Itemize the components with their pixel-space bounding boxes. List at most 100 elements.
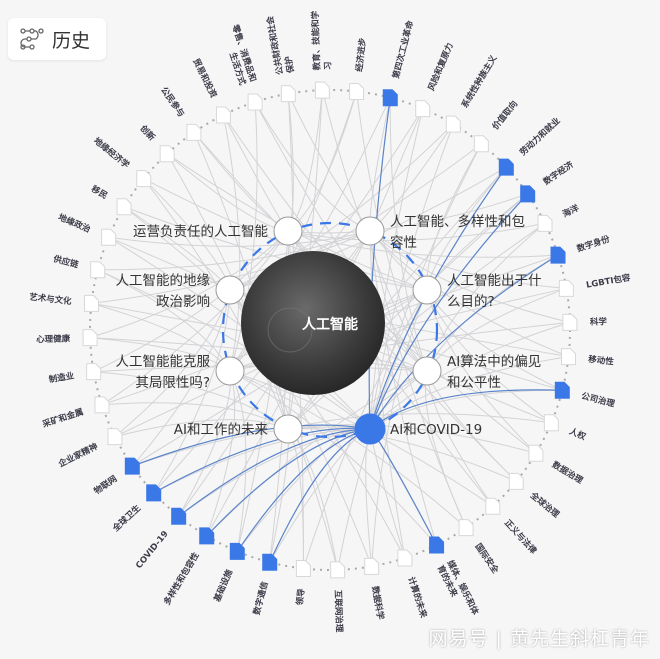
outer-topic-node[interactable]: 数据科学 bbox=[364, 557, 386, 621]
edge bbox=[287, 193, 528, 234]
document-icon bbox=[83, 294, 99, 312]
outer-topic-node[interactable]: 风险和复原力 bbox=[415, 41, 456, 118]
outer-topic-node[interactable]: 移动性 bbox=[561, 348, 615, 368]
document-icon bbox=[415, 100, 431, 118]
outer-topic-label-line: 多样性和包容性 bbox=[162, 550, 202, 607]
outer-topic-node[interactable]: 地缘经济学 bbox=[91, 135, 152, 188]
edge-active bbox=[206, 428, 371, 537]
outer-topic-node[interactable]: 企业家精神 bbox=[56, 428, 123, 471]
outer-topic-node[interactable]: 国际安全 bbox=[458, 519, 501, 576]
outer-topic-node[interactable]: 数字身份 bbox=[550, 233, 612, 264]
outer-topic-label: 采矿和金属 bbox=[40, 406, 85, 430]
center-topic[interactable]: 人工智能 bbox=[241, 251, 385, 395]
edge bbox=[389, 97, 428, 372]
outer-topic-node[interactable]: 经济进步 bbox=[349, 37, 369, 100]
outer-topic-node[interactable]: 创新 bbox=[137, 122, 175, 163]
outer-topic-node[interactable]: 公共财政和社会保护 bbox=[265, 13, 297, 103]
timeline-icon bbox=[20, 28, 44, 50]
outer-topic-node[interactable]: 第四次工业革命 bbox=[382, 19, 416, 107]
outer-topic-node[interactable]: 全球治理 bbox=[508, 472, 562, 520]
inner-topic-node[interactable]: AI和COVID-19 bbox=[354, 413, 482, 445]
inner-topic-node[interactable]: AI算法中的偏见和公平性 bbox=[412, 354, 541, 391]
outer-topic-label: 数字通信 bbox=[251, 580, 270, 616]
outer-topic-node[interactable]: 全球卫生 bbox=[110, 484, 162, 535]
outer-topic-node[interactable]: 数据治理 bbox=[528, 444, 585, 486]
outer-topic-node[interactable]: 制造业 bbox=[48, 363, 102, 386]
inner-topic-node[interactable]: 人工智能出于什么目的? bbox=[412, 273, 542, 310]
outer-topic-node[interactable]: 供应链 bbox=[51, 253, 106, 279]
history-button[interactable]: 历史 bbox=[8, 18, 106, 60]
inner-topic-node[interactable]: 人工智能的地缘政治影响 bbox=[116, 273, 245, 310]
edge bbox=[369, 389, 563, 430]
outer-topic-node[interactable]: 数字通信 bbox=[251, 553, 278, 616]
edge bbox=[229, 370, 437, 546]
outer-topic-node[interactable]: LGBTI包容 bbox=[558, 272, 632, 297]
outer-topic-node[interactable]: 多样性和包容性 bbox=[162, 527, 215, 607]
outer-topic-label: 全球卫生 bbox=[110, 502, 144, 534]
outer-topic-label-line: 劳动力和就业 bbox=[518, 115, 563, 158]
outer-topic-node[interactable]: 贸易和投资 bbox=[190, 57, 231, 124]
outer-topic-node[interactable]: 基础设施 bbox=[211, 542, 245, 604]
outer-topic-node[interactable]: 互联网治理 bbox=[330, 561, 346, 633]
outer-topic-label-line: 物联网 bbox=[92, 473, 119, 497]
edge bbox=[178, 370, 232, 517]
outer-topic-label: 企业家精神 bbox=[56, 441, 100, 470]
document-icon bbox=[82, 329, 98, 347]
outer-topic-node[interactable]: 正义与法律 bbox=[485, 497, 539, 557]
document-icon bbox=[247, 93, 263, 111]
outer-topic-label-line: 经济进步 bbox=[354, 37, 369, 73]
outer-topic-node[interactable]: 科学 bbox=[562, 313, 608, 331]
outer-topic-node[interactable]: 艺术与文化 bbox=[29, 292, 99, 312]
edge bbox=[131, 289, 231, 467]
document-icon bbox=[364, 557, 380, 575]
outer-topic-node[interactable]: 数字经济 bbox=[520, 159, 576, 203]
outer-topic-label-line: 制造业 bbox=[48, 370, 76, 385]
document-icon bbox=[146, 484, 162, 502]
outer-topic-node[interactable]: 海洋 bbox=[537, 202, 581, 232]
outer-topic-node[interactable]: 地缘政治 bbox=[56, 212, 117, 246]
outer-topic-node[interactable]: 物联网 bbox=[92, 457, 140, 497]
outer-topic-label: 互联网治理 bbox=[332, 590, 344, 633]
topic-node-circle bbox=[273, 414, 303, 444]
outer-topic-label-line: 全球治理 bbox=[527, 489, 561, 520]
outer-topic-node[interactable]: 价值取向 bbox=[473, 99, 520, 153]
document-icon bbox=[382, 89, 398, 107]
topic-node-circle bbox=[273, 216, 303, 246]
document-icon bbox=[262, 553, 278, 571]
edge bbox=[369, 428, 438, 546]
outer-topic-node[interactable]: 人权 bbox=[543, 414, 588, 443]
outer-topic-node[interactable]: 公民参与 bbox=[158, 85, 202, 141]
inner-topic-label: AI和COVID-19 bbox=[390, 422, 482, 438]
outer-topic-node[interactable]: 劳动力和就业 bbox=[498, 115, 563, 176]
outer-topic-node[interactable]: 采矿和金属 bbox=[40, 396, 110, 431]
outer-topic-label-line: 艺术与文化 bbox=[29, 292, 73, 308]
outer-topic-label: 风险和复原力 bbox=[426, 41, 456, 92]
inner-topic-node[interactable]: 运营负责任的人工智能 bbox=[133, 216, 303, 246]
document-icon bbox=[171, 507, 187, 525]
outer-topic-node[interactable]: 计算的未来 bbox=[397, 549, 429, 620]
outer-topic-label-line: 贸易和投资 bbox=[190, 57, 219, 100]
document-icon bbox=[136, 170, 152, 188]
edge bbox=[222, 114, 241, 372]
outer-topic-label: 多样性和包容性 bbox=[162, 550, 202, 607]
inner-topic-node[interactable]: 人工智能能克服其局限性吗? bbox=[116, 354, 245, 391]
inner-topic-node[interactable]: 人工智能、多样性和包容性 bbox=[355, 213, 525, 251]
outer-topic-node[interactable]: 零售、消费品和生活方式 bbox=[219, 22, 263, 111]
outer-topic-node[interactable]: 媒体、娱乐和体育的未来 bbox=[429, 536, 481, 622]
document-icon bbox=[186, 123, 202, 141]
edge bbox=[369, 230, 567, 289]
outer-topic-node[interactable]: COVID-19 bbox=[134, 507, 187, 571]
document-icon bbox=[94, 396, 110, 414]
outer-topic-label-line: 数字通信 bbox=[251, 580, 270, 616]
outer-topic-node[interactable]: 公司治理 bbox=[554, 381, 616, 410]
edge bbox=[93, 230, 289, 373]
outer-topic-node[interactable]: 移民 bbox=[89, 183, 132, 216]
outer-topic-node[interactable]: 系统性种族主义 bbox=[445, 53, 500, 133]
outer-topic-node[interactable]: 教育、技能和学习 bbox=[310, 10, 334, 99]
inner-topic-label-line: 人工智能出于什 bbox=[447, 273, 542, 289]
document-icon bbox=[101, 228, 117, 246]
inner-topic-node[interactable]: AI和工作的未来 bbox=[174, 414, 303, 444]
outer-topic-node[interactable]: 心理健康 bbox=[36, 329, 98, 347]
outer-topic-node[interactable]: 领导 bbox=[294, 560, 311, 607]
document-icon bbox=[330, 561, 346, 579]
